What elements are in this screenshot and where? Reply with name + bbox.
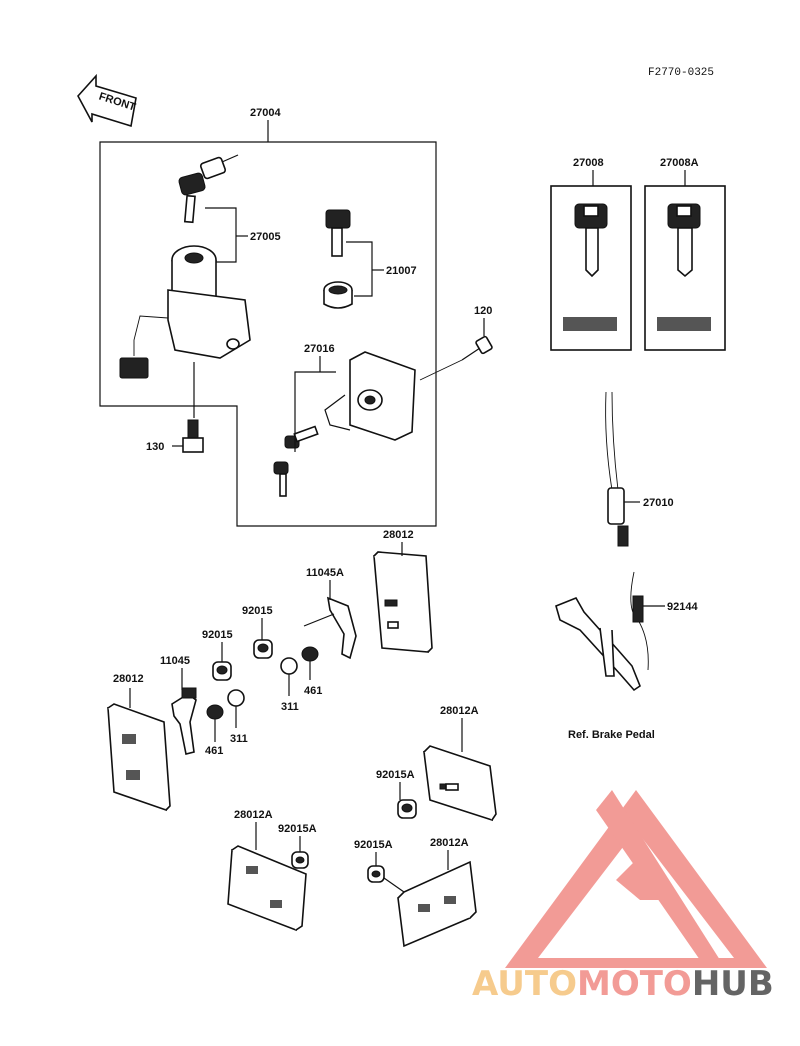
nut-92015-b-icon: [212, 661, 232, 681]
label-92015-a: 92015: [242, 605, 273, 617]
bracket-11045A-icon: [303, 596, 357, 660]
assembly-27004-outline: [99, 120, 437, 527]
label-28012A-br: 28012A: [430, 837, 469, 849]
key-card-27008-icon: [550, 185, 632, 351]
reflector-28012A-right-icon: [423, 745, 497, 822]
label-92015A-bl: 92015A: [278, 823, 317, 835]
ignition-switch-icon: [119, 245, 251, 379]
bolt-130-icon: [182, 419, 204, 453]
watermark-brand-part2: MOTO: [577, 964, 692, 1004]
label-28012-top: 28012: [383, 529, 414, 541]
washer-311-a-icon: [280, 657, 298, 675]
label-11045: 11045: [160, 655, 190, 667]
label-92015A-mid: 92015A: [376, 769, 415, 781]
label-28012-left: 28012: [113, 673, 144, 685]
label-11045A: 11045A: [306, 567, 344, 579]
nut-92015A-br-icon: [367, 865, 385, 883]
label-27010: 27010: [643, 497, 674, 509]
label-120: 120: [474, 305, 492, 317]
bracket-11045-icon: [171, 687, 197, 755]
watermark-brand-part3: HUB: [692, 964, 774, 1004]
label-311-a: 311: [281, 701, 299, 713]
reflector-28012-top-icon: [373, 551, 433, 653]
washer-461-b-icon: [206, 704, 224, 720]
key-and-cap-icon: [323, 209, 353, 309]
screw-120-icon: [461, 335, 493, 361]
washer-311-b-icon: [227, 689, 245, 707]
front-arrow-icon: FRONT: [77, 73, 137, 128]
nut-92015-a-icon: [253, 639, 273, 659]
nut-92015A-mid-icon: [397, 799, 417, 819]
washer-461-a-icon: [301, 646, 319, 662]
label-28012A-bl: 28012A: [234, 809, 273, 821]
key-pair-icon: [178, 154, 239, 224]
label-92144: 92144: [667, 601, 698, 613]
reflector-28012A-bl-icon: [227, 845, 307, 932]
brake-switch-icon: [605, 391, 629, 547]
label-311-b: 311: [230, 733, 248, 745]
label-27016: 27016: [304, 343, 335, 355]
label-ref-brake-pedal: Ref. Brake Pedal: [568, 729, 655, 741]
brake-pedal-icon: [555, 596, 641, 692]
label-461-a: 461: [304, 685, 322, 697]
label-27008A: 27008A: [660, 157, 699, 169]
label-21007: 21007: [386, 265, 417, 277]
label-92015A-br: 92015A: [354, 839, 393, 851]
watermark-brand: AUTOMOTOHUB: [472, 964, 774, 1004]
label-27004: 27004: [250, 107, 281, 119]
label-92015-b: 92015: [202, 629, 233, 641]
label-28012A-right: 28012A: [440, 705, 479, 717]
key-card-27008A-icon: [644, 185, 726, 351]
figure-code: F2770-0325: [648, 67, 714, 79]
label-130: 130: [146, 441, 164, 453]
spring-92144-icon: [630, 571, 649, 671]
watermark-logo: AUTOMOTOHUB: [472, 790, 774, 1004]
helmet-lock-icon: [273, 351, 416, 497]
nut-92015A-bl-icon: [291, 851, 309, 869]
watermark-brand-part1: AUTO: [472, 964, 577, 1004]
label-27005: 27005: [250, 231, 281, 243]
label-461-b: 461: [205, 745, 223, 757]
reflector-28012-left-icon: [107, 703, 171, 812]
reflector-28012A-br-icon: [397, 860, 477, 948]
label-27008: 27008: [573, 157, 604, 169]
